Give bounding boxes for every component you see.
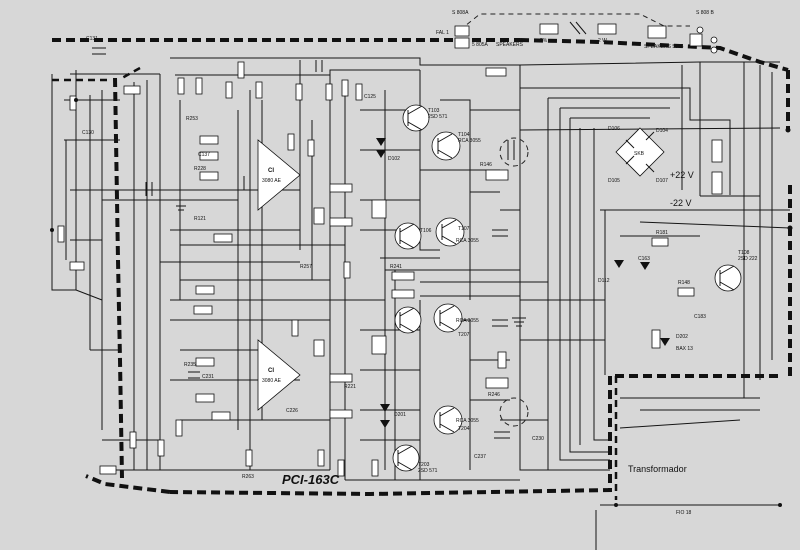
transistor-ref: T107: [458, 226, 470, 232]
transistor-ref: T106: [420, 228, 432, 234]
resistor-label: R221: [344, 384, 356, 390]
transistor-part: 2SD 571: [418, 468, 438, 474]
bridge-rectifier: SKB D106 D104 D105 D107 +22 V -22 V: [608, 126, 723, 208]
resistor-label: R228: [194, 166, 206, 172]
edge-terminals: [50, 98, 793, 507]
diode-label: D112: [598, 278, 610, 284]
transistor-ref: T108: [738, 250, 750, 256]
ic-ref: CI: [268, 368, 274, 374]
board-outline: [52, 38, 792, 500]
transistor-t207: [394, 306, 422, 334]
resistor-label: R253: [186, 116, 198, 122]
capacitor-label: C237: [474, 454, 486, 460]
transistor-t104: T104 RCA 3055: [431, 131, 481, 161]
ic-upper: CI 3080 AE: [257, 139, 301, 211]
diode-label: D105: [608, 178, 620, 184]
diode-label: D201: [394, 412, 406, 418]
diode-label: D106: [608, 126, 620, 132]
resistor-label: R246: [488, 392, 500, 398]
transistor-t103: T103 2SD 571: [402, 104, 448, 132]
switch-label-s808a: S 808A: [452, 10, 469, 16]
transistor-part: RCA 3055: [456, 418, 479, 424]
board-id: PCI-163C: [282, 472, 340, 487]
passive-components: [57, 47, 695, 477]
ic-ref: CI: [268, 168, 274, 174]
capacitor-label: C125: [364, 94, 376, 100]
ic-lower: CI 3080 AE: [257, 339, 301, 411]
resistor-label: R263: [242, 474, 254, 480]
diode-label: D107: [656, 178, 668, 184]
transistor-part: RCA 3055: [458, 138, 481, 144]
capacitor-label: C231: [202, 374, 214, 380]
switch-label-s605a: 5 805A: [472, 42, 489, 48]
transformer-label: Transformador: [628, 464, 687, 474]
capacitor-label: C130: [82, 130, 94, 136]
resistor-label: R148: [678, 280, 690, 286]
transistor-t203: T203 2SD 571: [392, 444, 438, 474]
bridge-label: SKB: [634, 151, 645, 157]
opamp-symbol: [257, 139, 301, 211]
transistor-ref: T104: [458, 132, 470, 138]
resistor-label: R235: [184, 362, 196, 368]
capacitor-label: C183: [694, 314, 706, 320]
filter-capacitor: [711, 139, 723, 163]
transistor-ref: T207: [458, 332, 470, 338]
supply-negative: -22 V: [670, 198, 692, 208]
ic-part: 3080 AE: [262, 178, 282, 184]
resistor-box: [539, 23, 559, 35]
terminal: [710, 46, 718, 54]
capacitor-label: C137: [198, 152, 210, 158]
capacitor-label: C226: [286, 408, 298, 414]
ic-part: 3080 AE: [262, 378, 282, 384]
switch-contact: [689, 33, 703, 47]
supply-positive: +22 V: [670, 170, 694, 180]
transistor-ref: T203: [418, 462, 430, 468]
transistor-t106: T106: [394, 222, 432, 250]
speaker-switches: S 808A S 808 B FAL 1 5 805A SPEAKERS 5% …: [436, 10, 718, 54]
switch-contact: [454, 25, 470, 37]
opamp-symbol: [257, 339, 301, 411]
resistor-label: R241: [390, 264, 402, 270]
switch-label-s808b: S 808 B: [696, 10, 714, 16]
transistor-t204: RCA 3055 T204: [433, 405, 479, 435]
fio-label: FIO 18: [676, 510, 692, 516]
resistor-label: R257: [300, 264, 312, 270]
capacitor-label: C163: [638, 256, 650, 262]
diode-label: D102: [388, 156, 400, 162]
transistor-t207-power: RCA 3055 T207: [433, 303, 479, 338]
transistor-part: RCA 3055: [456, 318, 479, 324]
terminal: [696, 26, 704, 34]
reference-labels: C125 R146 R246 R181 R148 R121 R253 R228 …: [82, 36, 706, 480]
bax-label: BAX 13: [676, 346, 693, 352]
pct-label: 5%: [540, 38, 548, 44]
terminal: [710, 36, 718, 44]
filter-capacitor: [711, 171, 723, 195]
transistor-ref: T103: [428, 108, 440, 114]
switch-contact: [454, 37, 470, 49]
resistor-label: R146: [480, 162, 492, 168]
resistor-label: R121: [194, 216, 206, 222]
switch-contact: [647, 25, 667, 39]
speakers-label-a: SPEAKERS: [496, 42, 524, 48]
resistor-label: R181: [656, 230, 668, 236]
wiring: [51, 57, 791, 550]
wattage-label: 2 W: [598, 38, 607, 44]
fal-label: FAL 1: [436, 30, 449, 36]
transistor-part: RCA 3055: [456, 238, 479, 244]
capacitor-label: C230: [532, 436, 544, 442]
transistor-ref: T204: [458, 426, 470, 432]
transistor-part: 2SD 222: [738, 256, 758, 262]
speakers-label-b: SPEAKERS 5805: [644, 44, 684, 50]
transistor-t107: T107 RCA 3055: [435, 217, 479, 247]
resistor-box: [597, 23, 617, 35]
capacitor-label: C131: [86, 36, 98, 42]
diode-label: D202: [676, 334, 688, 340]
transistor-t108: T108 2SD 222: [714, 250, 758, 292]
transistor-part: 2SD 571: [428, 114, 448, 120]
diode-label: D104: [656, 128, 668, 134]
